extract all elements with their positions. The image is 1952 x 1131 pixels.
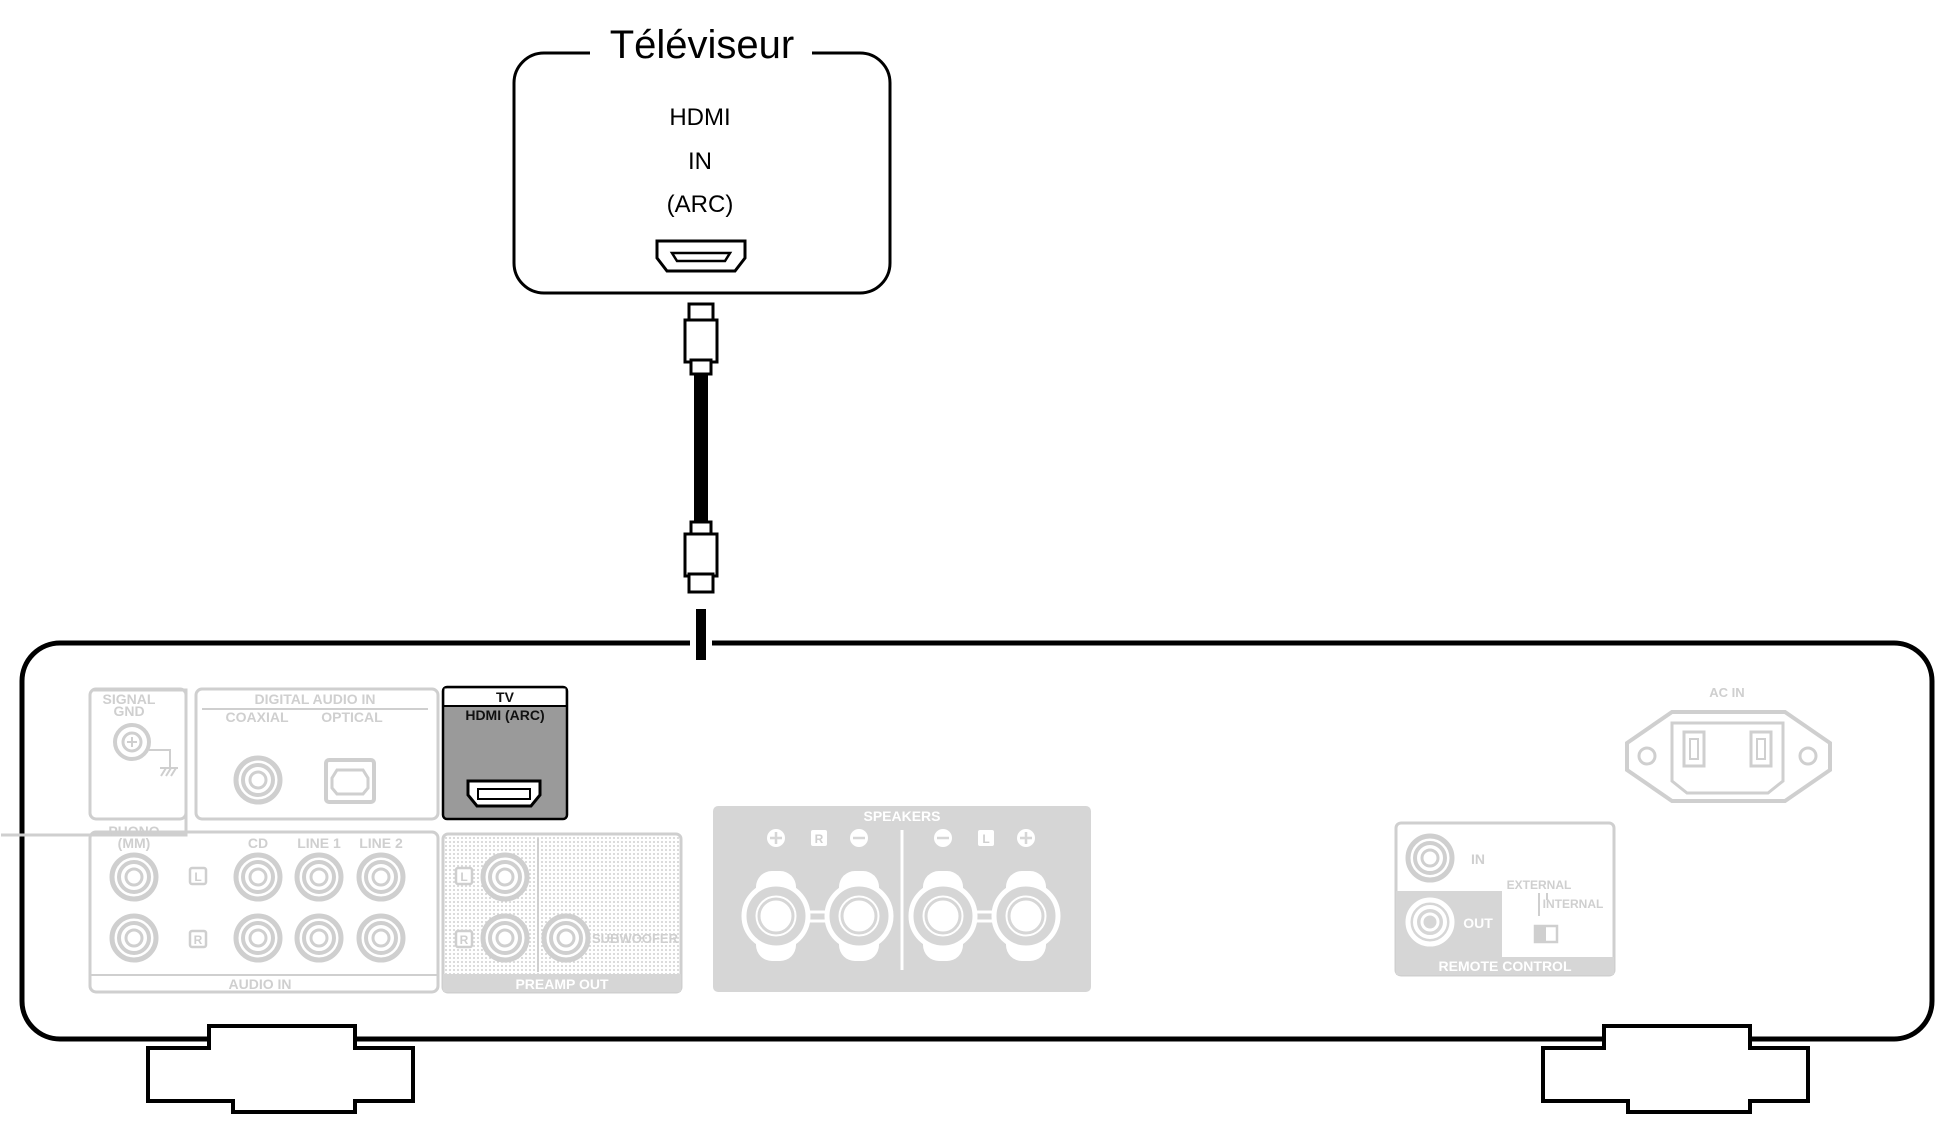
line1-label: LINE 1 xyxy=(297,835,341,851)
svg-text:R: R xyxy=(815,832,824,846)
ac-in-label: AC IN xyxy=(1709,685,1744,700)
subwoofer-jack xyxy=(544,916,588,960)
svg-text:R: R xyxy=(460,933,469,947)
channel-r-badge: R xyxy=(188,929,208,949)
tv-port-label-in: IN xyxy=(688,148,712,175)
speakers-group: SPEAKERS R L xyxy=(713,806,1091,992)
audio-in-label: AUDIO IN xyxy=(229,976,292,992)
signal-gnd-label-2: GND xyxy=(113,703,144,719)
hdmi-arc-label: HDMI (ARC) xyxy=(465,707,544,723)
rc-out-label: OUT xyxy=(1463,915,1493,931)
coaxial-label: COAXIAL xyxy=(226,709,289,725)
optical-label: OPTICAL xyxy=(321,709,383,725)
signal-gnd-terminal: SIGNAL GND xyxy=(1,687,188,837)
digital-audio-in-group: DIGITAL AUDIO IN COAXIAL OPTICAL xyxy=(194,687,440,821)
digital-audio-in-label: DIGITAL AUDIO IN xyxy=(254,691,375,707)
rc-out-jack xyxy=(1408,900,1452,944)
svg-text:L: L xyxy=(460,870,467,884)
tv-header-label: TV xyxy=(496,689,515,705)
preamp-out-label: PREAMP OUT xyxy=(515,976,609,992)
tv-port-label-arc: (ARC) xyxy=(667,191,734,218)
internal-label: INTERNAL xyxy=(1543,897,1604,911)
tv-hdmi-arc-port-group: TV HDMI (ARC) xyxy=(441,685,569,821)
svg-text:R: R xyxy=(194,933,203,947)
cd-label: CD xyxy=(248,835,268,851)
channel-l-badge: L xyxy=(188,866,208,886)
ac-in-inlet: AC IN xyxy=(1625,685,1832,803)
phono-label-1: PHONO xyxy=(108,823,159,839)
rc-in-jack xyxy=(1408,836,1452,880)
line2-label: LINE 2 xyxy=(359,835,403,851)
preamp-r-badge: R xyxy=(454,929,474,949)
subwoofer-label: SUBWOOFER xyxy=(592,931,679,946)
tv-hdmi-port-icon xyxy=(655,239,747,273)
preamp-l-badge: L xyxy=(454,866,474,886)
tv-port-label-hdmi: HDMI xyxy=(669,104,730,131)
minus-icon xyxy=(934,829,952,847)
hdmi-arc-port-icon xyxy=(466,779,542,808)
speaker-l-badge: L xyxy=(978,830,994,846)
tv-title: Téléviseur xyxy=(610,23,795,67)
audio-in-group: AUDIO IN PHONO (MM) CD LINE 1 LINE 2 L R xyxy=(88,823,440,994)
optical-jack xyxy=(324,758,376,804)
coaxial-jack xyxy=(236,758,280,802)
remote-control-label: REMOTE CONTROL xyxy=(1439,958,1572,974)
tv-device: Téléviseur HDMI IN (ARC) xyxy=(512,23,892,295)
external-label: EXTERNAL xyxy=(1507,878,1572,892)
left-foot xyxy=(146,1024,415,1114)
right-foot xyxy=(1541,1024,1810,1114)
preamp-out-group: PREAMP OUT L R SUBWOOFER xyxy=(441,832,683,994)
plus-icon xyxy=(1017,829,1035,847)
signal-gnd-label-1: SIGNAL xyxy=(103,691,156,707)
external-internal-switch xyxy=(1533,924,1559,944)
amplifier-rear-panel: SIGNAL GND DIGITAL AUDIO IN COAXIAL OPTI… xyxy=(1,609,1935,1114)
phono-label-2: (MM) xyxy=(118,835,151,851)
svg-text:L: L xyxy=(982,832,989,846)
speakers-label: SPEAKERS xyxy=(863,808,940,824)
plus-icon xyxy=(767,829,785,847)
speaker-r-badge: R xyxy=(811,830,827,846)
svg-text:L: L xyxy=(194,870,201,884)
rc-in-label: IN xyxy=(1471,851,1485,867)
minus-icon xyxy=(850,829,868,847)
remote-control-group: REMOTE CONTROL IN OUT EXTERNAL INTERNAL xyxy=(1394,821,1616,977)
